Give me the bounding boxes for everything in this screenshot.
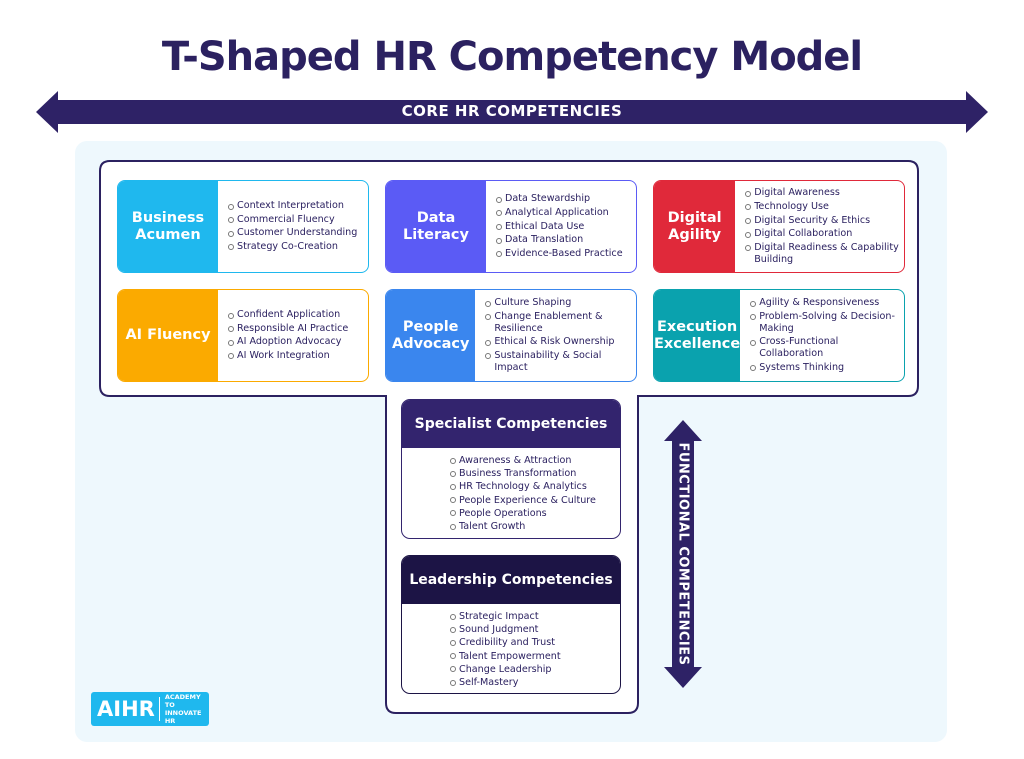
aihr-logo: AIHR ACADEMY TO INNOVATE HR [91,692,209,726]
list-item: Ethical Data Use [496,221,623,233]
list-item: Sound Judgment [450,623,620,636]
leadership-title: Leadership Competencies [402,556,620,604]
list-item: Agility & Responsiveness [750,297,904,309]
functional-arrow [664,420,702,688]
list-item: Data Translation [496,234,623,246]
leadership-box: Leadership Competencies Strategic Impact… [401,555,621,694]
list-item: Cross-Functional Collaboration [750,336,904,360]
specialist-title: Specialist Competencies [402,400,620,448]
list-item: Culture Shaping [485,297,636,309]
list-item: Analytical Application [496,207,623,219]
list-item: Customer Understanding [228,227,357,239]
list-item: Digital Collaboration [745,228,904,240]
list-item: Self-Mastery [450,676,620,689]
list-item: Digital Awareness [745,187,904,199]
list-item: Strategy Co-Creation [228,241,357,253]
list-item: People Experience & Culture [450,494,620,507]
card-title: AI Fluency [118,290,218,381]
list-item: Technology Use [745,201,904,213]
page-title: T-Shaped HR Competency Model [161,34,863,80]
list-item: HR Technology & Analytics [450,480,620,493]
list-item: Context Interpretation [228,200,357,212]
list-item: Data Stewardship [496,193,623,205]
logo-brand: AIHR [91,697,160,721]
list-item: Strategic Impact [450,610,620,623]
list-item: Ethical & Risk Ownership [485,336,636,348]
core-arrow [36,91,988,133]
list-item: AI Work Integration [228,350,348,362]
card-title: Execution Excellence [654,290,741,381]
list-item: Change Leadership [450,663,620,676]
list-item: Confident Application [228,309,348,321]
logo-tagline: ACADEMY TO INNOVATE HR [164,693,202,725]
card-title: Digital Agility [654,181,736,272]
list-item: Responsible AI Practice [228,323,348,335]
core-competencies-label: CORE HR COMPETENCIES [401,102,623,120]
list-item: Change Enablement & Resilience [485,311,636,335]
list-item: Credibility and Trust [450,636,620,649]
list-item: Digital Readiness & Capability Building [745,242,904,266]
functional-competencies-label: FUNCTIONAL COMPETENCIES [675,442,691,666]
card-title: Data Literacy [386,181,486,272]
list-item: Business Transformation [450,467,620,480]
specialist-box: Specialist Competencies Awareness & Attr… [401,399,621,539]
list-item: Evidence-Based Practice [496,248,623,260]
list-item: Problem-Solving & Decision-Making [750,311,904,335]
list-item: Talent Empowerment [450,650,620,663]
card-title: Business Acumen [118,181,218,272]
list-item: Digital Security & Ethics [745,215,904,227]
list-item: Talent Growth [450,520,620,533]
list-item: People Operations [450,507,620,520]
list-item: Commercial Fluency [228,214,357,226]
list-item: Awareness & Attraction [450,454,620,467]
list-item: Sustainability & Social Impact [485,350,636,374]
list-item: AI Adoption Advocacy [228,336,348,348]
card-title: People Advocacy [386,290,476,381]
list-item: Systems Thinking [750,362,904,374]
